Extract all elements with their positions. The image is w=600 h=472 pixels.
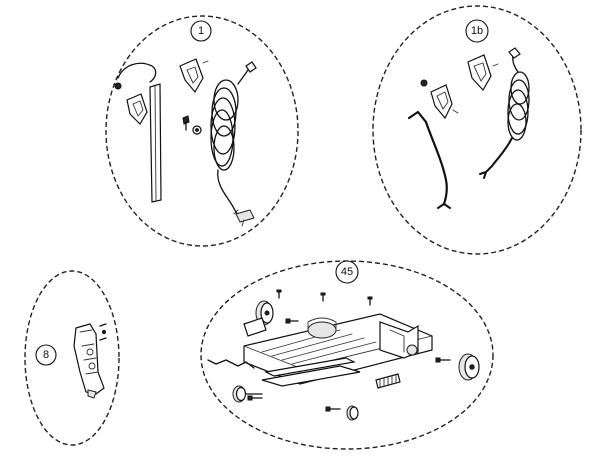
clip-bracket-top-part	[179, 58, 204, 94]
group-1-callout[interactable]: 1	[105, 15, 299, 247]
bottom-plate-part	[261, 357, 361, 387]
wheel-front-right-part	[458, 353, 480, 381]
hex-nut-part	[114, 82, 122, 90]
group-45-badge: 45	[335, 260, 359, 284]
ground-cable-part	[207, 359, 255, 369]
group-45-callout[interactable]: 45	[200, 260, 494, 450]
forked-wire-harness-part	[407, 110, 451, 209]
wheel-front-left-part	[232, 385, 247, 403]
hex-nut-1b-part	[420, 79, 428, 87]
group-1b-boundary	[372, 5, 582, 255]
handle-housing-part	[73, 323, 105, 399]
group-1b-label: 1b	[471, 25, 483, 37]
group-1-badge: 1	[190, 20, 212, 42]
group-1b-badge: 1b	[465, 19, 489, 43]
group-8-callout[interactable]: 8	[24, 270, 120, 446]
clip-bracket-1b-right-part	[467, 54, 492, 92]
coiled-power-cord-part	[210, 61, 257, 227]
coiled-power-cord-1b-part	[479, 47, 530, 179]
group-1-label: 1	[198, 25, 204, 37]
group-8-boundary	[24, 270, 120, 446]
clip-bracket-left-part	[126, 93, 148, 125]
short-wire-part	[117, 62, 157, 83]
wheel-small-right-part	[346, 405, 359, 421]
base-chassis-part	[243, 313, 433, 385]
group-45-label: 45	[341, 266, 353, 278]
brush-roller-part	[375, 373, 401, 389]
screws-45-part	[247, 289, 451, 412]
screw-pair-part	[182, 115, 202, 135]
group-8-label: 8	[43, 349, 49, 361]
group-1-boundary	[105, 15, 299, 247]
small-screws-8-part	[99, 323, 107, 341]
group-1b-callout[interactable]: 1b	[372, 5, 582, 255]
group-8-badge: 8	[35, 344, 57, 366]
clip-bracket-1b-left-part	[430, 84, 453, 120]
